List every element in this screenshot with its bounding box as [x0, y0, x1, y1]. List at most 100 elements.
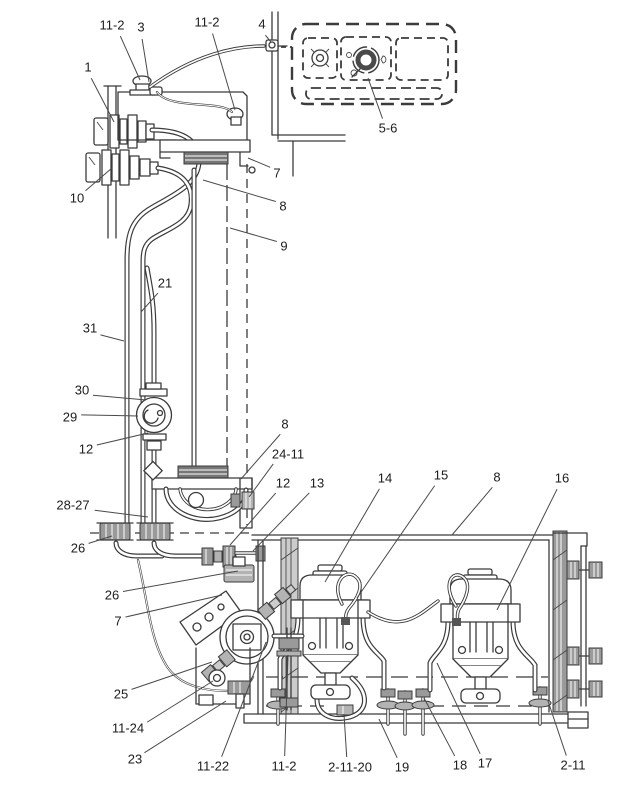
vent-hose	[156, 91, 233, 113]
hose-nipple	[149, 86, 163, 96]
callout-label: 19	[395, 760, 409, 775]
callout-label: 10	[70, 191, 84, 206]
callout-leader	[141, 38, 150, 83]
callout-label: 26	[71, 541, 85, 556]
callout-label: 24-11	[272, 447, 304, 462]
callout-label: 8	[279, 199, 286, 214]
callout-label: 17	[478, 756, 492, 771]
nut-2-11-20	[336, 704, 354, 716]
callout-leader	[367, 77, 383, 119]
foot-bolt	[394, 690, 416, 736]
callout-leader	[284, 654, 289, 757]
callout-leader	[85, 167, 113, 192]
flange-coupling-right	[136, 522, 174, 541]
foot-bolt	[528, 686, 552, 726]
callout-leader	[119, 35, 141, 81]
hose-coupling-lower	[85, 149, 159, 186]
control-panel	[281, 22, 458, 106]
callout-label: 18	[453, 758, 467, 773]
callout-leader	[90, 78, 115, 123]
callout-leader	[547, 700, 567, 756]
flange-coupling-left	[96, 522, 134, 541]
callout-label: 12	[276, 476, 290, 491]
callout-leader	[96, 432, 149, 446]
core-top-plate	[159, 139, 251, 153]
callout-leader	[93, 394, 147, 401]
callout-label: 2-11	[560, 758, 585, 773]
callout-leader	[140, 292, 159, 313]
callout-leader	[125, 594, 223, 618]
callout-leader	[202, 179, 276, 203]
callout-label: 23	[128, 752, 142, 767]
callout-leader	[356, 485, 436, 599]
baseplate	[243, 686, 589, 736]
callout-label: 29	[63, 410, 77, 425]
callout-label: 21	[158, 276, 172, 291]
core-bottom-hatch	[177, 465, 229, 479]
callout-leader	[131, 661, 213, 690]
callout-label: 26	[105, 588, 119, 603]
callout-label: 1	[84, 60, 91, 75]
sensor-loop	[336, 573, 361, 622]
callout-leader	[248, 463, 274, 498]
panel-bolt-bottom	[566, 679, 603, 699]
panel-bolt-mid	[566, 646, 603, 666]
vent-hose	[155, 90, 234, 114]
foot-bolt	[411, 688, 435, 736]
callout-leader	[378, 718, 398, 758]
callout-leader	[88, 535, 113, 544]
callout-label: 25	[114, 687, 128, 702]
callout-leader	[212, 33, 236, 111]
right-end-panel	[552, 530, 603, 713]
callout-label: 14	[378, 471, 392, 486]
crossover-hose	[367, 600, 439, 623]
water-valve-assembly	[136, 556, 305, 711]
callout-leader	[436, 662, 481, 755]
heater-core	[177, 164, 248, 525]
callout-label: 15	[434, 468, 448, 483]
panel-hose	[148, 44, 266, 89]
callout-label: 30	[75, 383, 89, 398]
callout-leader	[324, 488, 380, 583]
callout-leader	[252, 492, 310, 552]
callout-label: 31	[83, 321, 97, 336]
left-pipes	[124, 127, 202, 527]
callout-label: 5-6	[379, 121, 398, 136]
callout-label: 8	[493, 470, 500, 485]
panel-hose	[149, 45, 265, 88]
callout-leader	[423, 697, 456, 757]
panel-grommet	[265, 39, 288, 52]
callout-label: 11-2	[99, 18, 124, 33]
callout-leader	[247, 157, 271, 168]
callout-leader	[343, 713, 348, 758]
callout-leader	[100, 334, 125, 342]
callout-label: 11-22	[197, 759, 229, 774]
callout-label: 7	[114, 614, 121, 629]
callout-leader	[229, 227, 277, 242]
heater-unit	[117, 75, 256, 174]
banjo-bolt	[208, 669, 226, 687]
callout-label: 16	[555, 471, 569, 486]
callout-label: 7	[273, 166, 280, 181]
callout-label: 8	[281, 417, 288, 432]
callout-leader	[144, 700, 227, 754]
sensor-loop	[448, 574, 469, 623]
callout-leader	[240, 433, 281, 480]
pipe-union	[201, 545, 236, 568]
callout-leader	[496, 488, 558, 611]
callout-label: 11-2	[271, 759, 296, 774]
callout-label: 11-2	[194, 15, 219, 30]
foot-bolt	[376, 688, 400, 726]
callout-label: 12	[79, 442, 93, 457]
callout-label: 2-11-20	[328, 760, 372, 775]
callout-label: 11-24	[112, 721, 144, 736]
callout-leader	[122, 570, 239, 592]
callout-label: 9	[280, 239, 287, 254]
fan-icon	[310, 48, 330, 68]
callout-leader	[221, 641, 267, 757]
callout-leader	[229, 492, 277, 546]
heater-bottom-assembly	[90, 477, 266, 568]
callout-label: 4	[258, 17, 265, 32]
callout-label: 13	[310, 476, 324, 491]
